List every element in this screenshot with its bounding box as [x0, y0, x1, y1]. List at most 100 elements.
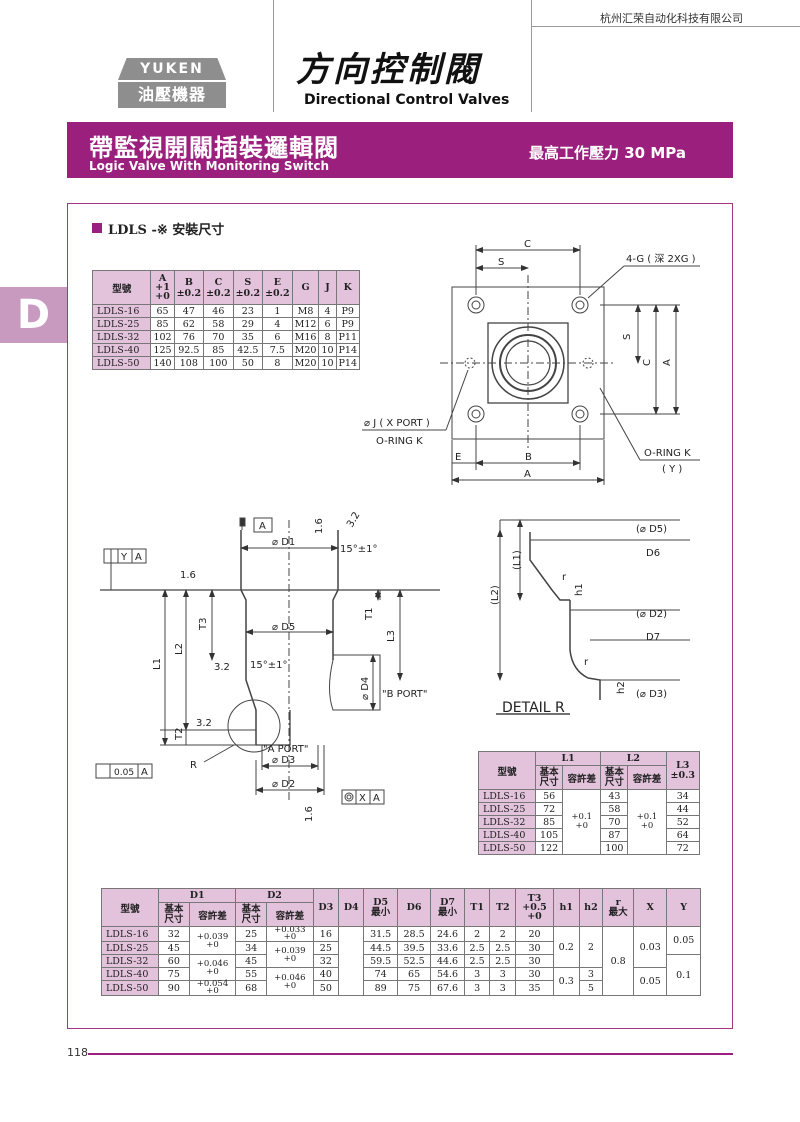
dim-label-d3: ⌀ D3: [272, 755, 295, 766]
table2-subheader: 基本 尺寸: [534, 765, 564, 790]
table3-header: D3: [312, 888, 340, 927]
product-subtitle: Logic Valve With Monitoring Switch: [89, 159, 330, 173]
model-cell: LDLS-40: [91, 343, 152, 357]
d5-cell: 31.5: [363, 926, 398, 942]
page-number: 118: [67, 1046, 88, 1059]
l2-cell: 70: [600, 815, 629, 829]
d6-cell: 39.5: [396, 941, 432, 955]
table3-header: T1: [463, 888, 491, 927]
d1-cell: 45: [158, 941, 190, 955]
table1-header: A +1 +0: [150, 270, 175, 305]
detail-label-h2: h2: [616, 681, 627, 694]
model-cell: LDLS-40: [478, 828, 536, 842]
l3-cell: 44: [665, 802, 700, 816]
table2-header: L2: [600, 751, 667, 766]
model-cell: LDLS-16: [101, 926, 159, 942]
section-bullet: [92, 223, 102, 233]
model-cell: LDLS-32: [478, 815, 536, 829]
dim-label-d4: ⌀ D4: [360, 677, 371, 700]
model-cell: LDLS-50: [91, 356, 152, 370]
t1-cell: 3: [463, 980, 491, 996]
l3-cell: 52: [665, 815, 700, 829]
product-banner: 帶監視開關插裝邏輯閥 Logic Valve With Monitoring S…: [67, 122, 733, 178]
company-name: 杭州汇荣自动化科技有限公司: [600, 12, 743, 25]
d4-cell: [338, 926, 365, 996]
product-title: 帶監視開關插裝邏輯閥: [89, 134, 339, 162]
t2-cell: 3: [489, 980, 517, 996]
dim-label-t1: T1: [364, 608, 375, 621]
l1-tol-cell: +0.1 +0: [562, 789, 602, 855]
model-cell: LDLS-25: [478, 802, 536, 816]
d7-cell: 67.6: [430, 980, 465, 996]
l3-cell: 34: [665, 789, 700, 803]
t1-cell: 2: [463, 926, 491, 942]
datum-x: X: [359, 793, 366, 804]
l3-cell: 72: [665, 841, 700, 855]
l3-cell: 64: [665, 828, 700, 842]
table3-header: h1: [552, 888, 580, 927]
b-port-label: "B PORT": [382, 689, 427, 700]
footer-rule: [88, 1053, 733, 1055]
d5-cell: 59.5: [363, 954, 398, 968]
table-cell: P14: [335, 356, 361, 370]
detail-label-h1: h1: [574, 583, 585, 596]
section-title: LDLS -※ 安裝尺寸: [108, 223, 225, 238]
roughness-label: 3.2: [345, 510, 362, 529]
yuken-logo: YUKEN 油壓機器: [118, 58, 226, 108]
table3-subheader: 容許差: [266, 902, 314, 927]
dim-label-s: S: [498, 257, 504, 268]
datum-y: Y: [120, 552, 128, 563]
header-divider-left: [273, 0, 274, 112]
d1-cell: 75: [158, 967, 190, 981]
l1-cell: 72: [534, 802, 564, 816]
d5-cell: 44.5: [363, 941, 398, 955]
datum-a: A: [141, 767, 148, 778]
detail-label-l1: (L1): [512, 550, 523, 570]
top-view-drawing: [362, 245, 700, 485]
detail-label-d5: (⌀ D5): [636, 524, 667, 535]
table1-header: K: [335, 270, 361, 305]
t2-cell: 2.5: [489, 954, 517, 968]
d1-cell: 32: [158, 926, 190, 942]
table3-header: D4: [338, 888, 365, 927]
y-cell: 0.1: [666, 954, 701, 996]
roughness-label: 1.6: [180, 570, 196, 581]
d2-tol-cell: +0.046 +0: [266, 967, 314, 996]
table3-header: D1: [157, 888, 237, 903]
angle-label: 15°±1°: [340, 544, 377, 555]
x-cell: 0.05: [632, 967, 668, 996]
table2-subheader: 容許差: [627, 765, 667, 790]
dim-label-a: A: [524, 469, 531, 480]
section-tab-d: D: [0, 287, 67, 343]
dim-label-e: E: [455, 452, 461, 463]
page-title: 方向控制閥: [296, 50, 481, 90]
table3-header: Y: [666, 888, 701, 927]
table3-header: X: [632, 888, 668, 927]
table-cell: P9: [335, 304, 361, 318]
d1-cell: 90: [158, 980, 190, 996]
dim-label-s: S: [622, 334, 633, 340]
dim-label-c: C: [642, 359, 653, 366]
dimension-table-3: 型號 D1 D2 D3 D4 D5 最小 D6 D7 最小 T1 T2 T3 +…: [101, 888, 701, 996]
datum-a: A: [373, 793, 380, 804]
table-cell: 8: [262, 356, 293, 370]
t3-cell: 30: [515, 954, 554, 968]
dim-label-oring: O-RING K: [376, 436, 423, 447]
detail-label-d7: D7: [646, 632, 660, 643]
datum-a: A: [135, 552, 142, 563]
d1-tol-cell: +0.039 +0: [188, 926, 237, 955]
d6-cell: 65: [396, 967, 432, 981]
d6-cell: 75: [396, 980, 432, 996]
detail-label-d3: (⌀ D3): [636, 689, 667, 700]
table2-subheader: 基本 尺寸: [600, 765, 629, 790]
d7-cell: 24.6: [430, 926, 465, 942]
detail-label-d2: (⌀ D2): [636, 609, 667, 620]
dim-label-l3: L3: [386, 630, 397, 642]
table3-header: T2: [489, 888, 517, 927]
dim-label-j: ⌀ J ( X PORT ): [364, 418, 430, 429]
l1-cell: 105: [534, 828, 564, 842]
table2-header: L3 ±0.3: [665, 751, 700, 790]
h1-cell: 0.2: [552, 926, 580, 968]
table2-subheader: 容許差: [562, 765, 602, 790]
